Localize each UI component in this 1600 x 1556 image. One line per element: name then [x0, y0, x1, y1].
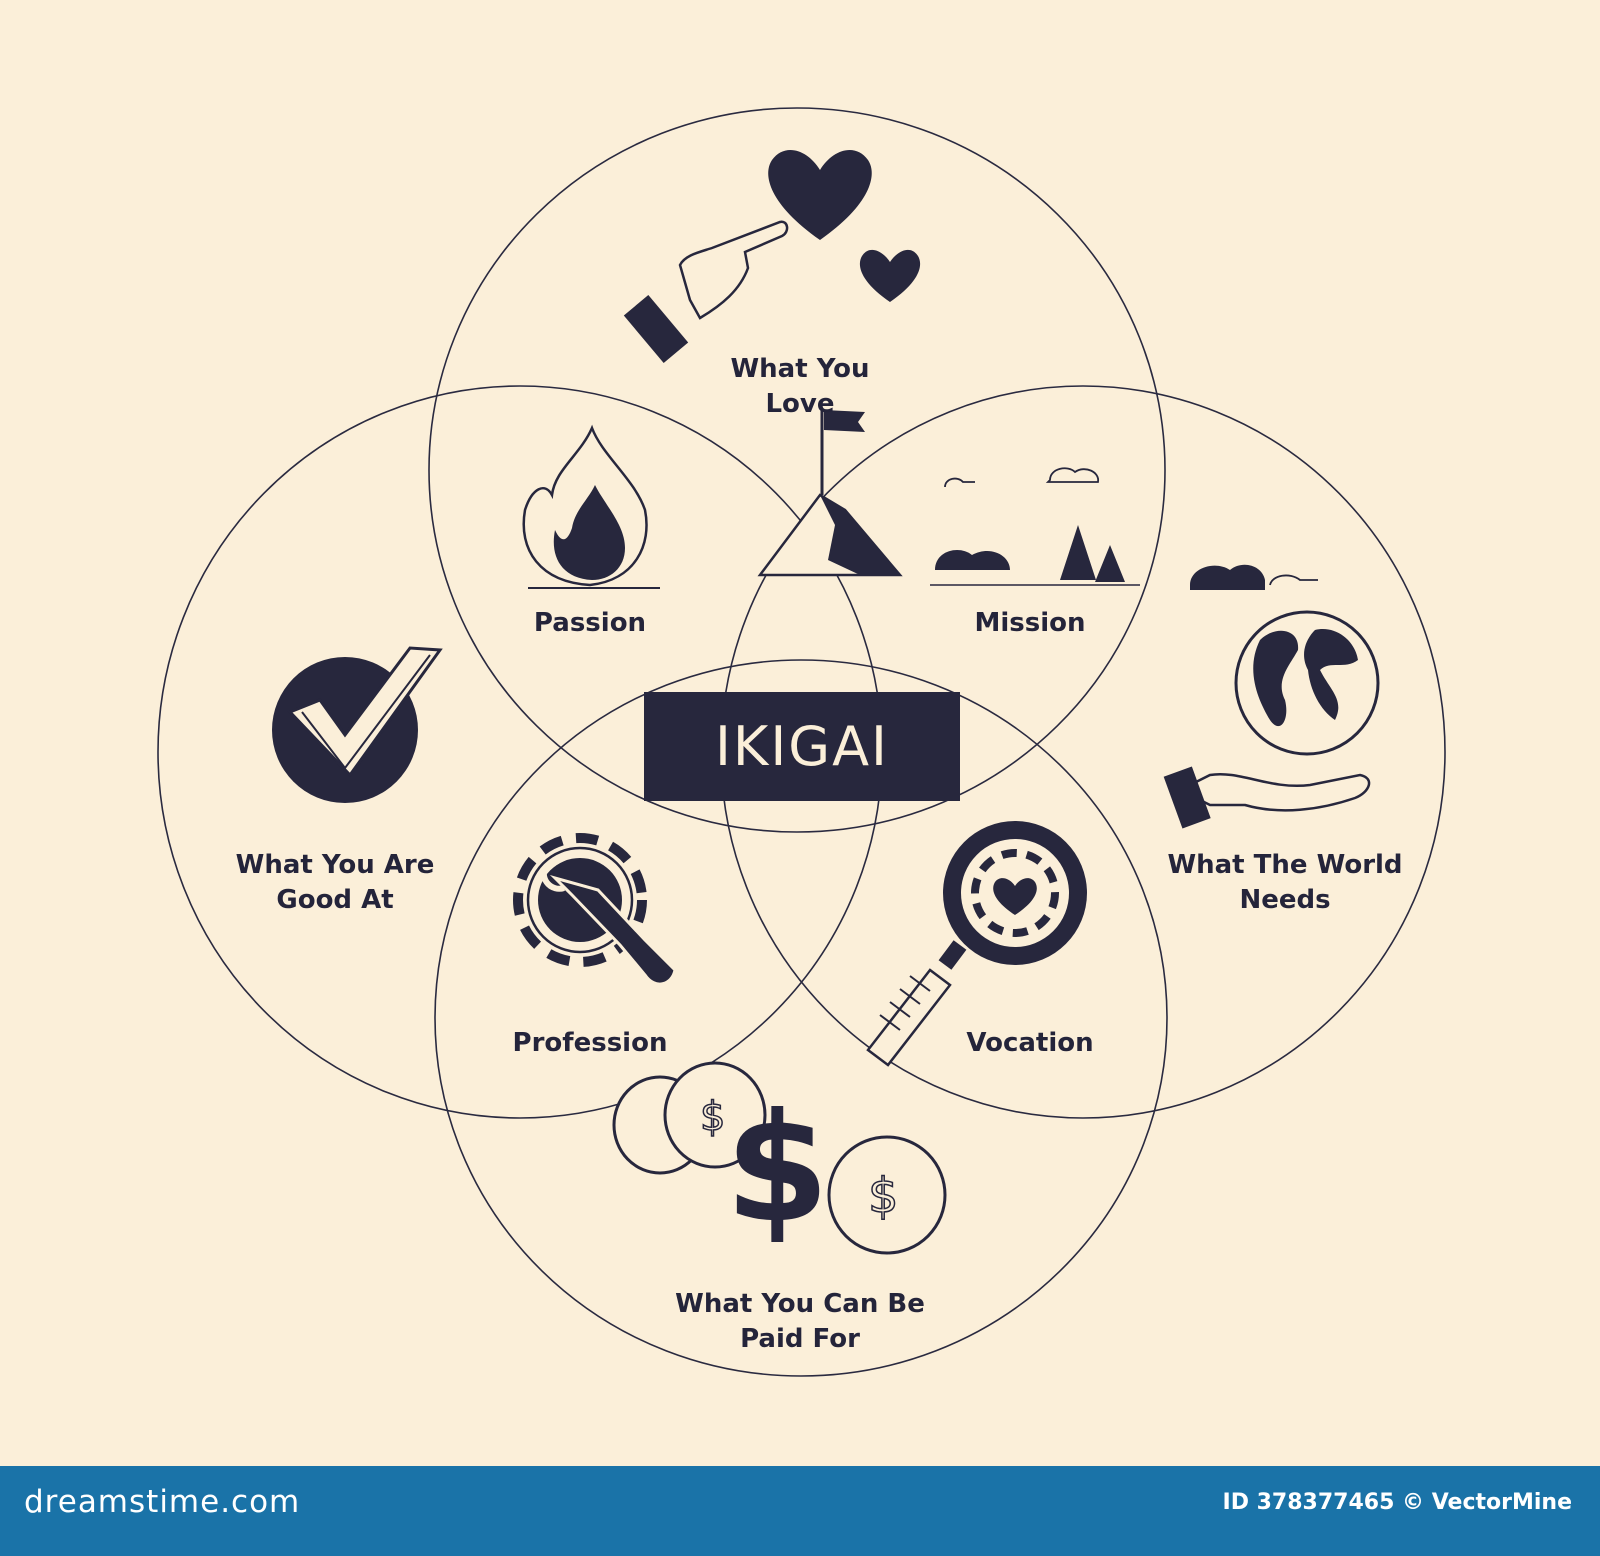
ikigai-diagram: $ $ $ What You Love What You Are Good At…	[157, 107, 1446, 1377]
footer-credit: ID 378377465 © VectorMine	[1222, 1490, 1572, 1515]
mountain-flag-icon	[757, 410, 1140, 586]
magnifier-heart-icon	[866, 821, 1087, 1067]
svg-text:$: $	[700, 1094, 725, 1140]
svg-text:$: $	[868, 1168, 899, 1224]
circle-what-you-love	[428, 107, 1166, 833]
label-passion: Passion	[533, 608, 647, 638]
ikigai-center-title: IKIGAI	[644, 692, 960, 801]
label-vocation: Vocation	[966, 1028, 1094, 1058]
checkmark-icon	[272, 646, 443, 803]
label-what-the-world-needs: What The World Needs	[1167, 850, 1403, 915]
label-what-you-love: What You Love	[730, 354, 870, 419]
coins-dollar-icon: $ $ $	[612, 1061, 947, 1256]
watermark-footer: dreamstime.com ID 378377465 © VectorMine	[0, 1466, 1600, 1556]
label-mission: Mission	[974, 608, 1086, 638]
circle-what-you-can-be-paid-for	[434, 659, 1168, 1377]
footer-brand: dreamstime.com	[24, 1484, 301, 1520]
gear-wrench-icon	[513, 833, 677, 986]
hearts-icon	[768, 149, 921, 302]
globe-hand-icon	[1163, 564, 1380, 829]
label-what-you-can-be-paid-for: What You Can Be Paid For	[675, 1289, 925, 1354]
flame-icon	[522, 424, 660, 589]
label-what-you-are-good-at: What You Are Good At	[235, 850, 435, 915]
hand-pointing-icon	[623, 220, 789, 364]
label-profession: Profession	[512, 1028, 668, 1058]
svg-text:$: $	[725, 1082, 829, 1256]
venn-circles: $ $ $	[157, 107, 1446, 1377]
